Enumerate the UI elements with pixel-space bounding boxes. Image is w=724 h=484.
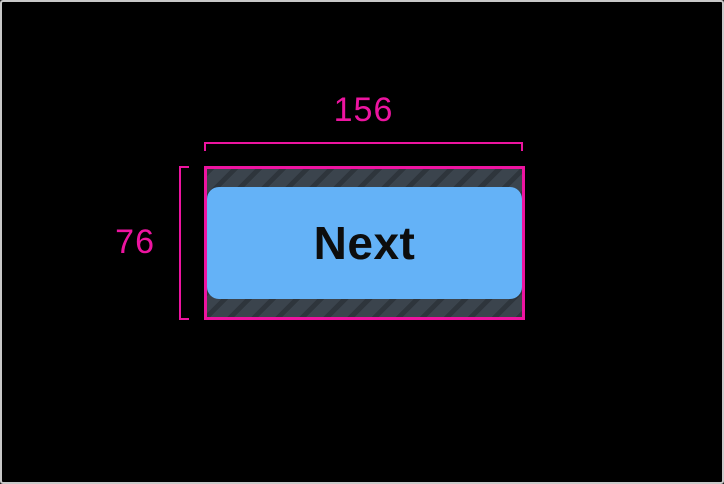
height-measure-label: 76 — [115, 223, 155, 261]
width-measure-label: 156 — [333, 91, 394, 129]
next-button-label: Next — [313, 217, 416, 269]
touch-target-bounds: Next — [204, 166, 525, 320]
height-measure-bracket — [179, 166, 189, 320]
width-measure-bracket — [204, 142, 523, 151]
next-button[interactable]: Next — [207, 187, 522, 299]
